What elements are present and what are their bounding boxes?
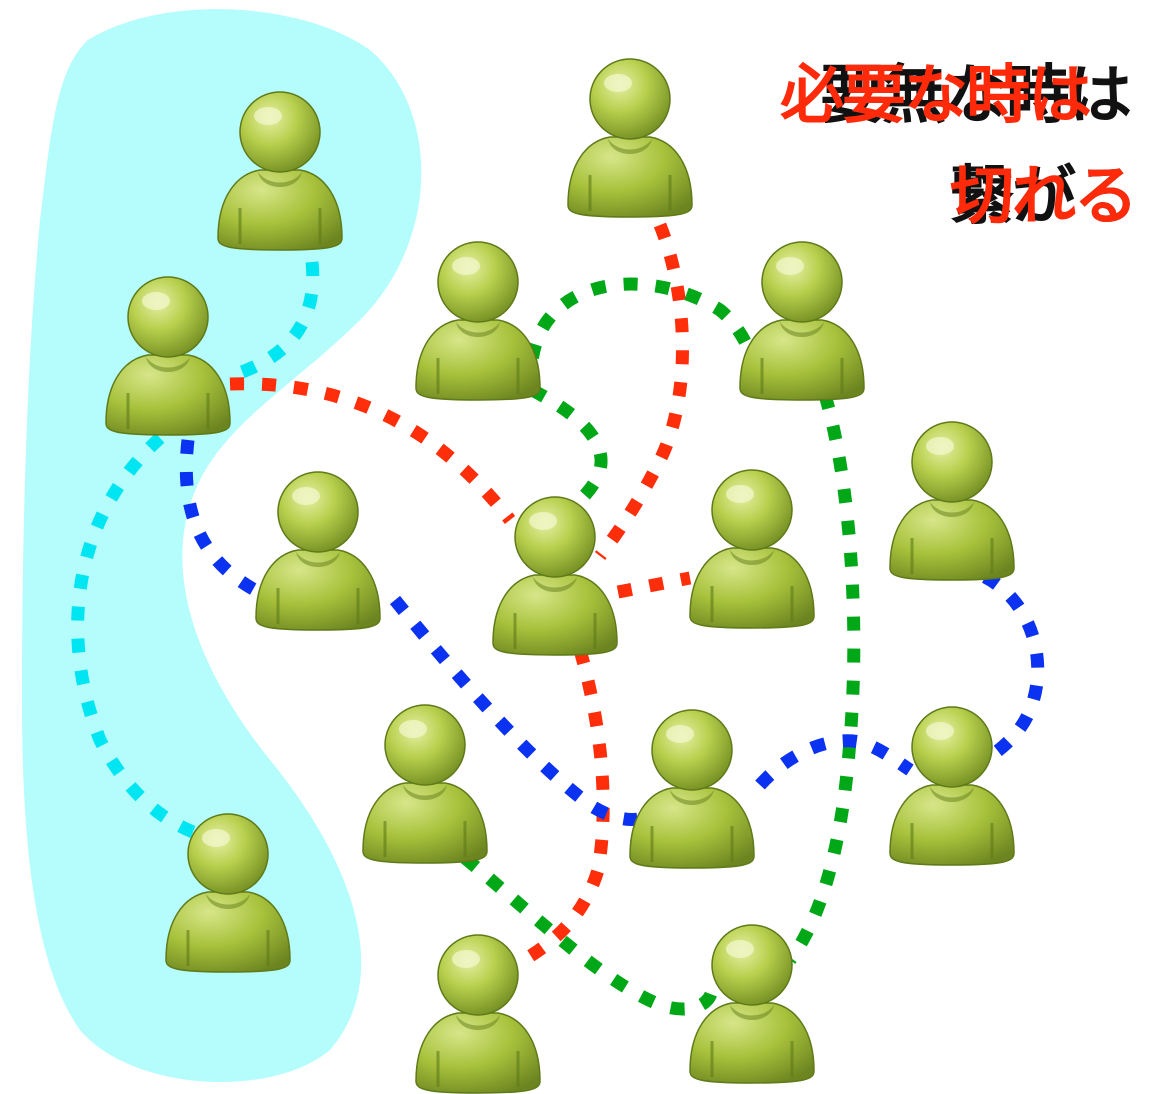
user-icon xyxy=(414,933,542,1094)
user-icon xyxy=(254,470,382,632)
caption-red-line1: 必要な時は xyxy=(780,59,1092,133)
connection-links xyxy=(71,222,1045,1016)
user-icon xyxy=(628,708,756,870)
group-region xyxy=(22,9,422,1083)
link-blue-3 xyxy=(981,571,1045,766)
link-cyan-2 xyxy=(71,433,201,841)
link-green-1 xyxy=(524,277,756,391)
link-green-3 xyxy=(460,393,861,1016)
caption-black-line1: 要無な時は xyxy=(820,59,1132,133)
link-red-2 xyxy=(594,222,689,560)
link-green-2 xyxy=(529,384,608,515)
user-icon xyxy=(888,705,1016,867)
user-icon xyxy=(888,420,1016,582)
user-icon xyxy=(566,57,694,219)
link-red-4 xyxy=(516,648,610,968)
user-icon xyxy=(738,240,866,402)
caption-red-line2: 切れる xyxy=(950,160,1138,234)
link-red-3 xyxy=(616,571,692,599)
link-red-1 xyxy=(229,377,516,524)
user-icon xyxy=(688,468,816,630)
user-icon xyxy=(361,703,489,865)
link-blue-2 xyxy=(389,595,914,826)
user-icon xyxy=(414,240,542,402)
link-cyan-1 xyxy=(228,261,320,383)
user-icon xyxy=(491,495,619,657)
caption-black-line2: 繋がる xyxy=(950,160,1138,234)
